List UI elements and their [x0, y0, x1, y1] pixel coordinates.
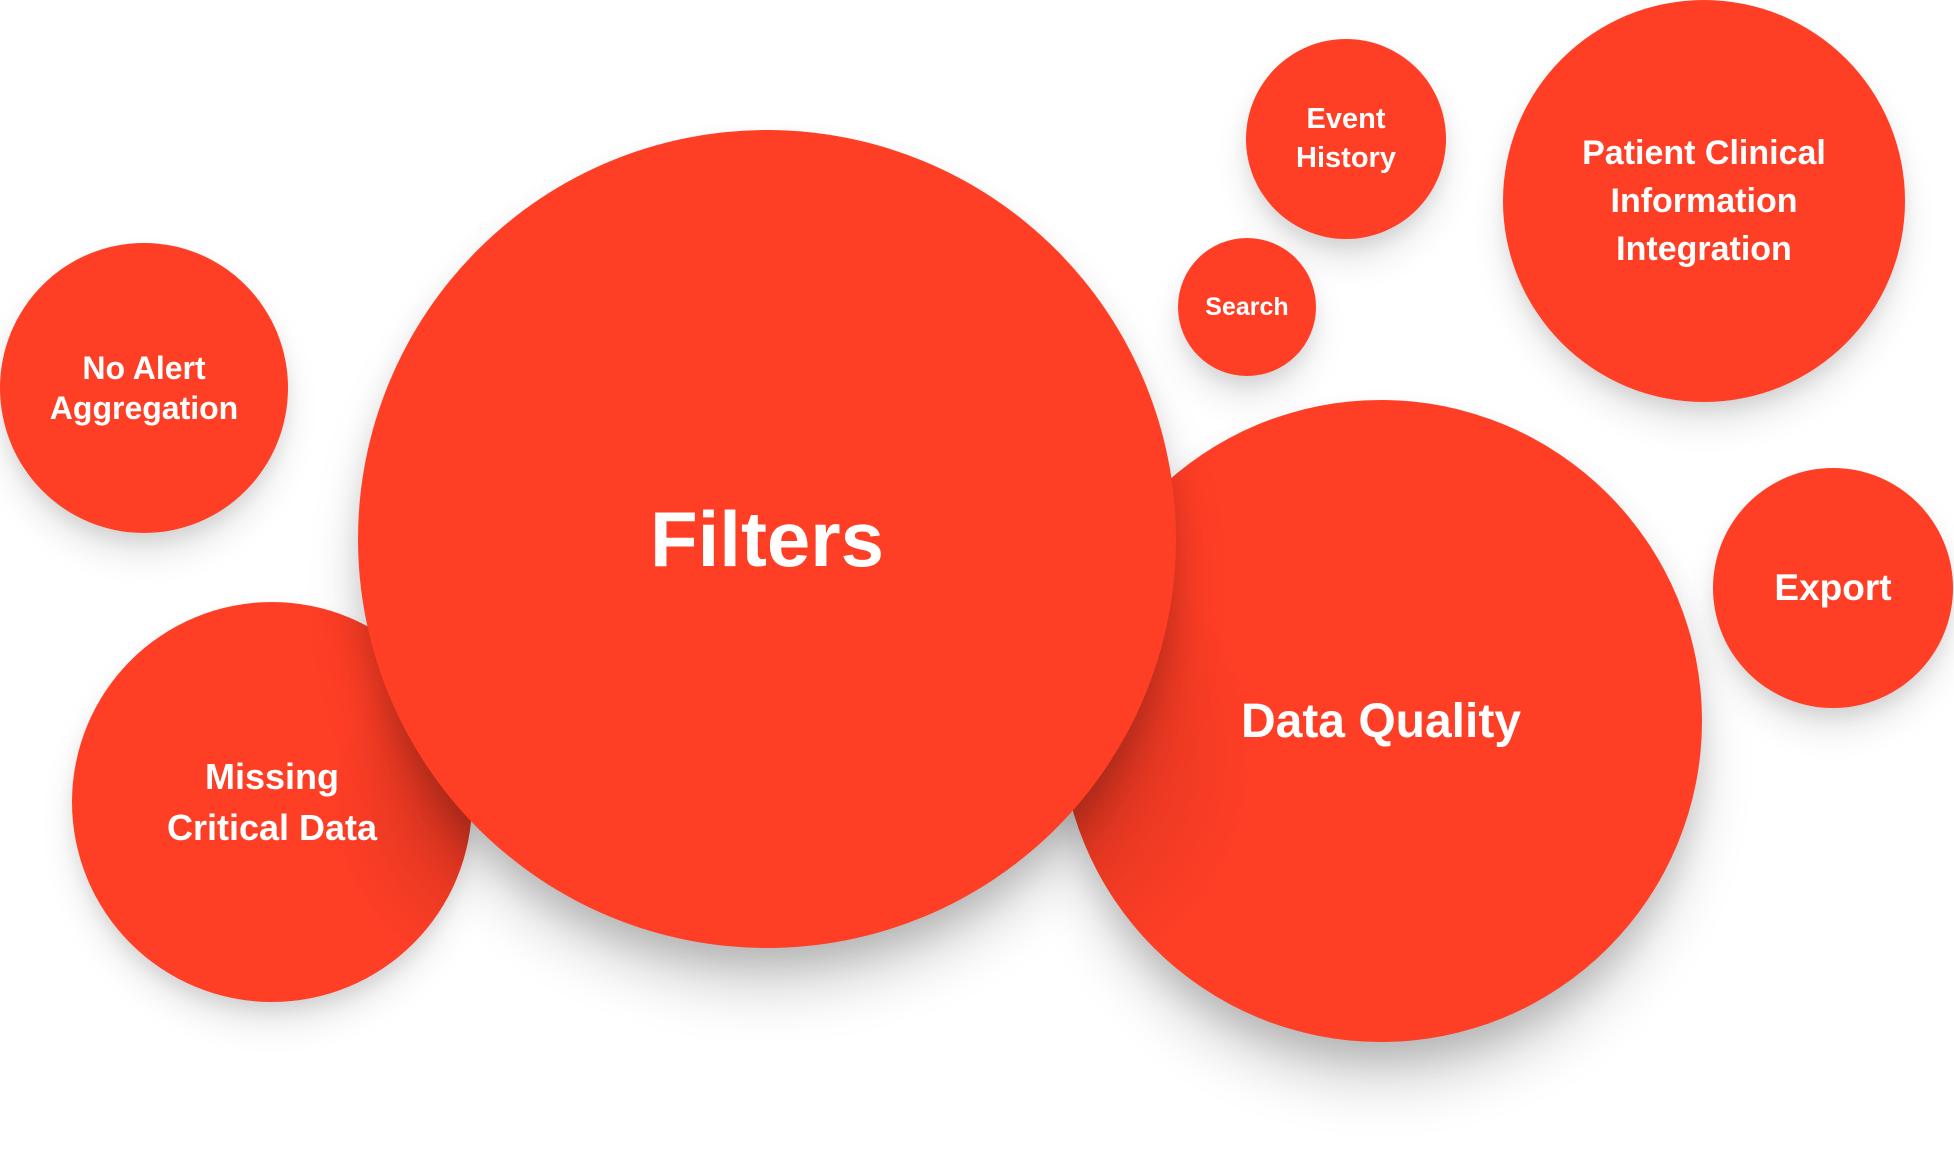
bubble-label: Patient Clinical Information Integration — [1582, 134, 1826, 268]
bubble-label: Event History — [1296, 103, 1396, 174]
bubble-no-alert-aggregation: No Alert Aggregation — [0, 243, 288, 533]
bubble-filters: Filters — [358, 130, 1176, 948]
bubble-label: No Alert Aggregation — [49, 350, 239, 426]
bubble-export: Export — [1713, 468, 1953, 708]
bubble-label: Export — [1774, 567, 1892, 608]
bubble-event-history: Event History — [1246, 39, 1446, 239]
bubble-label: Data Quality — [1240, 694, 1522, 748]
bubble-search: Search — [1178, 238, 1316, 376]
bubble-label: Search — [1205, 292, 1289, 321]
bubble-label: Missing Critical Data — [166, 756, 378, 848]
bubble-patient-clinical-information-integration: Patient Clinical Information Integration — [1503, 0, 1905, 402]
bubble-label: Filters — [649, 494, 885, 583]
